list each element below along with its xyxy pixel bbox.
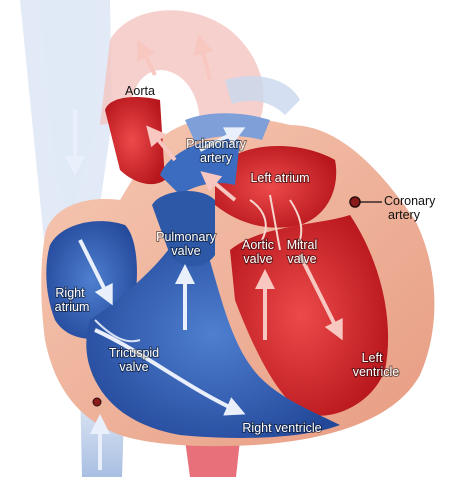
aortic-arch <box>100 10 300 125</box>
svg-text:valve: valve <box>287 252 316 266</box>
label-pulmonary-artery: Pulmonary artery <box>185 136 247 166</box>
svg-text:Right: Right <box>55 286 85 300</box>
svg-text:atrium: atrium <box>55 300 90 314</box>
mitral-valve-leaflets <box>249 194 303 251</box>
descending-aorta <box>185 440 240 477</box>
svg-text:Left: Left <box>362 351 383 365</box>
svg-text:valve: valve <box>243 252 272 266</box>
label-mitral-valve: Mitral valve <box>286 237 319 267</box>
label-aorta: Aorta <box>125 84 155 98</box>
label-right-ventricle: Right ventricle <box>241 420 322 436</box>
svg-text:Aortic: Aortic <box>242 238 274 252</box>
svg-text:Left atrium: Left atrium <box>250 171 309 185</box>
ivc-opening-marker <box>92 397 102 407</box>
label-aortic-valve: Aortic valve <box>241 237 275 267</box>
label-right-atrium: Right atrium <box>54 285 91 315</box>
label-left-ventricle: Left ventricle <box>352 350 401 380</box>
svg-text:artery: artery <box>200 151 233 165</box>
coronary-artery-marker <box>349 196 382 208</box>
svg-text:Aorta: Aorta <box>125 84 155 98</box>
svg-text:Pulmonary: Pulmonary <box>156 230 216 244</box>
left-atrium <box>215 146 337 228</box>
svg-text:valve: valve <box>119 360 148 374</box>
svg-text:Mitral: Mitral <box>287 238 318 252</box>
aorta-root <box>105 97 165 185</box>
label-tricuspid-valve: Tricuspid valve <box>108 345 160 375</box>
svg-text:Right ventricle: Right ventricle <box>242 421 321 435</box>
svg-text:artery: artery <box>388 208 421 222</box>
right-ventricle <box>86 230 340 438</box>
label-left-atrium: Left atrium <box>249 170 310 186</box>
svg-text:valve: valve <box>171 244 200 258</box>
svg-text:Coronary: Coronary <box>384 194 436 208</box>
svg-text:Pulmonary: Pulmonary <box>186 137 246 151</box>
label-pulmonary-valve: Pulmonary valve <box>155 229 217 259</box>
tricuspid-valve-leaflets <box>94 319 141 343</box>
flow-arrows-deoxygenated <box>65 110 246 470</box>
label-coronary-artery: Coronary artery <box>384 194 436 222</box>
flow-arrows-oxygenated <box>137 34 343 341</box>
svg-text:ventricle: ventricle <box>353 365 400 379</box>
septum-column <box>152 190 215 267</box>
left-ventricle <box>230 215 389 416</box>
svg-text:Tricuspid: Tricuspid <box>109 346 159 360</box>
